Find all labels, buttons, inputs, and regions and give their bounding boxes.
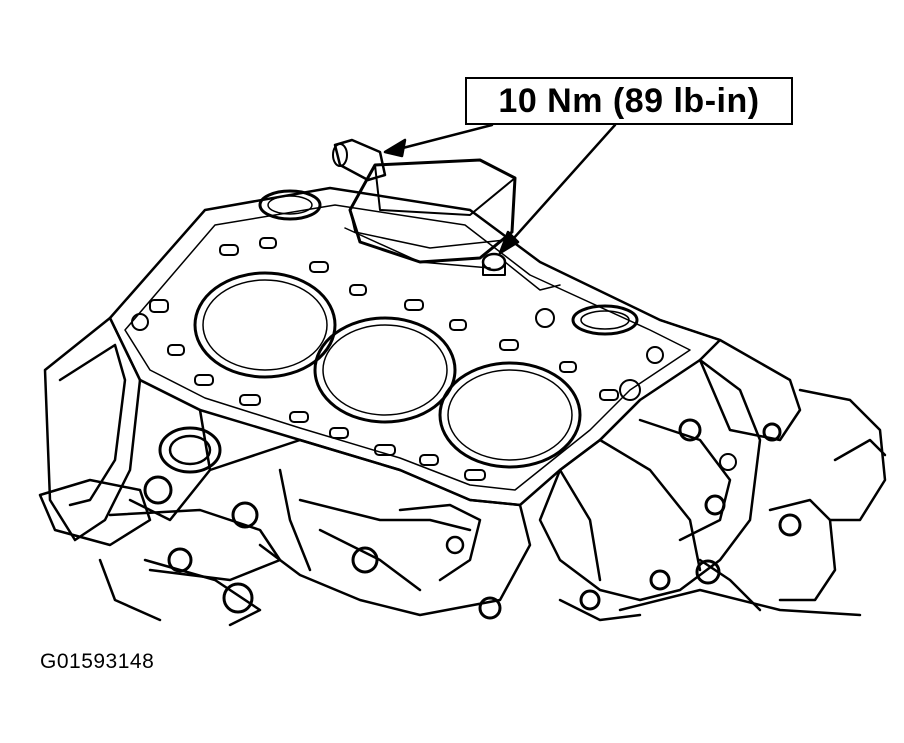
cylinder-bore-2-inner <box>322 324 448 416</box>
rear-port-ring-inner <box>580 310 630 330</box>
torque-label: 10 Nm (89 lb-in) <box>498 81 760 120</box>
oil-separator-housing <box>332 138 561 291</box>
mounting-bolt <box>481 252 507 272</box>
accessory-bolt <box>778 513 802 537</box>
callout-leaders <box>383 123 617 255</box>
breather-ring <box>258 189 322 221</box>
block-front-side <box>38 316 379 627</box>
cam-bolt-1 <box>678 418 702 442</box>
cylinder-bore-1 <box>193 271 337 379</box>
cam-bolt-2 <box>762 422 782 442</box>
cylinder-bore-3 <box>438 361 582 469</box>
cylinder-bore-2 <box>313 316 457 424</box>
block-lower-middle <box>208 438 532 620</box>
torque-callout-box: 10 Nm (89 lb-in) <box>465 77 793 125</box>
crankshaft-seal <box>158 426 222 474</box>
cylinder-bore-1-inner <box>202 279 328 371</box>
deck-passages <box>131 237 664 481</box>
hose-nipple <box>333 138 387 182</box>
cylinder-bore-3-inner <box>447 369 573 461</box>
block-rear-side <box>538 318 887 622</box>
figure-id: G01593148 <box>40 650 155 673</box>
deck-inner-edge <box>124 204 691 491</box>
breather-ring-inner <box>267 195 313 215</box>
rear-port-ring <box>571 304 639 336</box>
